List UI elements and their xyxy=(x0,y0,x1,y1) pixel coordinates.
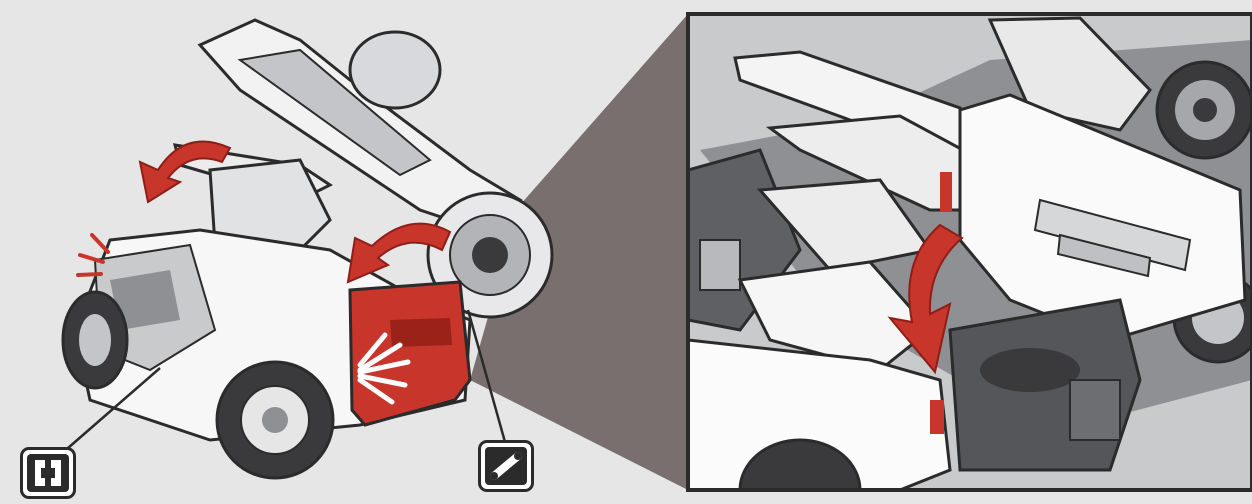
leader-line-b xyxy=(466,309,507,443)
detail-inset xyxy=(686,12,1252,492)
inset-car-body xyxy=(688,338,952,490)
click-sparks xyxy=(76,233,110,277)
rotate-arrow-left xyxy=(138,140,232,204)
inset-fold-arrow xyxy=(887,223,964,375)
burst-mark xyxy=(357,332,411,405)
rotate-joint-glyph xyxy=(485,447,527,485)
fold-arrow-center xyxy=(346,222,452,284)
connector-glyph xyxy=(27,454,69,492)
red-door-panel xyxy=(348,280,472,427)
leader-line-a xyxy=(59,367,161,456)
connector-part-icon xyxy=(20,447,76,499)
rotate-joint-part-icon xyxy=(478,440,534,492)
main-vehicle xyxy=(59,18,554,480)
projection-wedge xyxy=(470,14,688,490)
